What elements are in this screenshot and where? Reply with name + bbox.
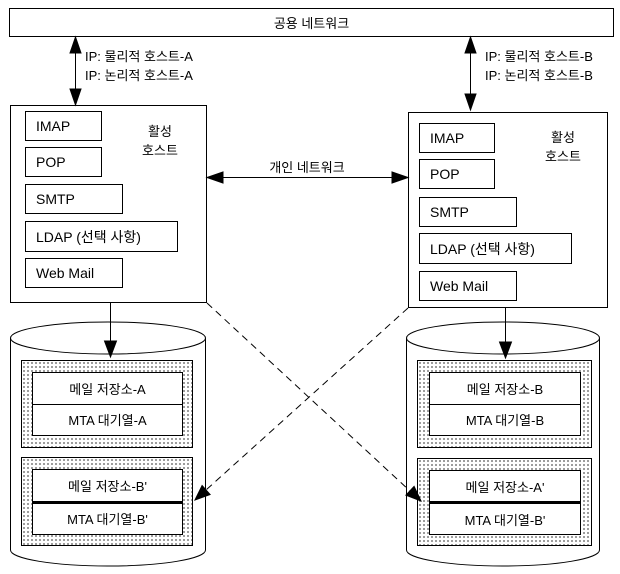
active-host-a-label-line2: 호스트 <box>142 143 178 158</box>
host-a-storage-arrow <box>103 303 118 359</box>
replication-arrow-a-to-b <box>206 302 422 502</box>
replication-arrow-b-to-a <box>194 307 409 501</box>
service-box-ldap-a: LDAP (선택 사항) <box>25 221 178 252</box>
service-box-webmail-a: Web Mail <box>25 258 123 288</box>
public-network-box: 공용 네트워크 <box>9 8 614 37</box>
active-host-b-label: 활성 호스트 <box>521 128 605 166</box>
ip-labels-host-b: IP: 물리적 호스트-B IP: 논리적 호스트-B <box>485 47 593 85</box>
public-link-arrow-b <box>464 35 477 112</box>
service-box-ldap-b: LDAP (선택 사항) <box>419 233 572 264</box>
storage-group-b-replica-rows: 메일 저장소-A' MTA 대기열-B' <box>429 470 581 535</box>
service-box-pop-a: POP <box>25 147 102 177</box>
service-box-webmail-b: Web Mail <box>419 271 517 301</box>
ip-labels-host-a: IP: 물리적 호스트-A IP: 논리적 호스트-A <box>85 47 193 85</box>
storage-group-b-primary-rows: 메일 저장소-B MTA 대기열-B <box>429 372 581 436</box>
ip-label-physical-host-b: IP: 물리적 호스트-B <box>485 49 593 64</box>
service-box-smtp-b: SMTP <box>419 197 517 227</box>
active-host-a-label: 활성 호스트 <box>118 122 202 160</box>
active-host-b-label-line1: 활성 <box>551 130 575 145</box>
mail-store-a-prime-row: 메일 저장소-A' <box>430 471 580 504</box>
ip-label-logical-host-a: IP: 논리적 호스트-A <box>85 68 193 83</box>
ip-label-physical-host-a: IP: 물리적 호스트-A <box>85 49 193 64</box>
active-host-b-label-line2: 호스트 <box>545 149 581 164</box>
ip-label-logical-host-b: IP: 논리적 호스트-B <box>485 68 593 83</box>
storage-group-a-primary-rows: 메일 저장소-A MTA 대기열-A <box>32 372 183 436</box>
mail-store-b-prime-row: 메일 저장소-B' <box>33 470 182 504</box>
private-network-label: 개인 네트워크 <box>269 160 345 175</box>
host-b-storage-arrow <box>498 308 513 360</box>
mail-store-a-row: 메일 저장소-A <box>33 373 182 405</box>
mail-store-b-row: 메일 저장소-B <box>430 373 580 405</box>
service-box-imap-a: IMAP <box>25 111 102 141</box>
mta-queue-a-row: MTA 대기열-A <box>33 404 182 435</box>
storage-group-a-replica-rows: 메일 저장소-B' MTA 대기열-B' <box>32 469 183 535</box>
public-network-label: 공용 네트워크 <box>273 16 350 31</box>
active-host-a-label-line1: 활성 <box>148 124 172 139</box>
service-box-pop-b: POP <box>419 159 495 189</box>
public-link-arrow-a <box>69 35 82 107</box>
mta-queue-b-prime-row-2: MTA 대기열-B' <box>430 504 580 534</box>
service-box-smtp-a: SMTP <box>25 184 123 214</box>
mta-queue-b-prime-row: MTA 대기열-B' <box>33 503 182 534</box>
service-box-imap-b: IMAP <box>419 123 495 153</box>
mta-queue-b-row: MTA 대기열-B <box>430 404 580 435</box>
